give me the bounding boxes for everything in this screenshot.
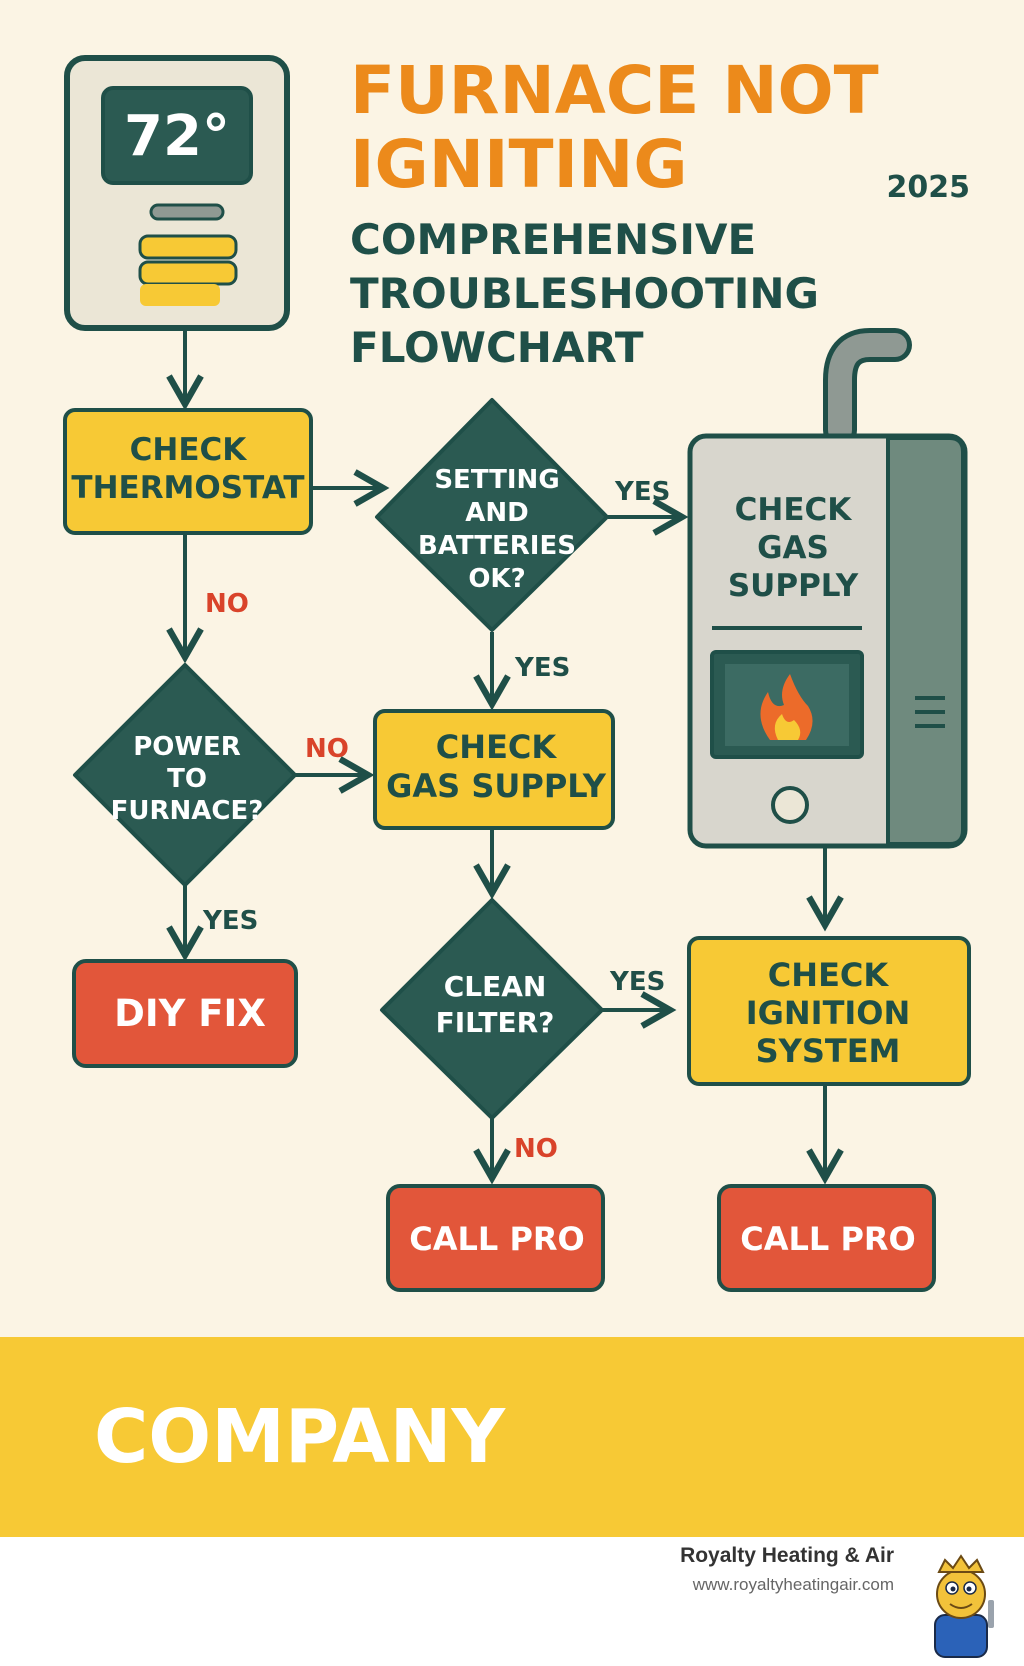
edge-label-power-no: NO [305,734,349,764]
settings-line-2: AND [465,498,528,528]
ignition-line-3: SYSTEM [756,1032,901,1070]
check-gas-line-2: GAS SUPPLY [386,767,607,805]
footer-brand-name: Royalty Heating & Air [680,1544,894,1567]
edge-label-filter-yes: YES [609,967,665,997]
furnace-label-line-2: GAS [757,530,829,566]
ignition-line-1: CHECK [768,956,890,994]
company-banner [0,1337,1024,1537]
edge-label-power-yes: YES [202,906,258,936]
settings-line-1: SETTING [434,465,559,495]
mascot-icon [934,1554,994,1658]
subtitle-line-1: COMPREHENSIVE [350,215,756,264]
thermostat-display: 72° [124,104,230,169]
edge-label-settings-yes-right: YES [614,477,670,507]
footer-url[interactable]: www.royaltyheatingair.com [692,1575,894,1594]
call-pro-left-box [386,1184,605,1292]
check-gas-line-1: CHECK [436,728,558,766]
footer-brand: Royalty Heating & Air www.royaltyheating… [560,1543,894,1597]
clean-filter-diamond [380,898,604,1120]
power-line-2: TO [167,764,207,794]
furnace-label-line-1: CHECK [735,492,853,528]
ignition-line-2: IGNITION [746,994,911,1032]
diy-fix-box [72,959,298,1068]
power-line-1: POWER [133,732,241,762]
call-pro-right-label: CALL PRO [740,1220,915,1258]
title-line-2: IGNITING [350,126,688,203]
settings-line-4: OK? [468,564,525,594]
thermostat-icon: 72° [64,55,290,331]
furnace-icon [687,328,968,849]
power-line-3: FURNACE? [111,796,264,826]
title-line-1: FURNACE NOT [350,52,879,129]
call-pro-right-box [717,1184,936,1292]
edge-label-settings-yes-down: YES [514,653,570,683]
power-to-furnace-diamond [73,663,297,887]
call-pro-left-label: CALL PRO [409,1220,584,1258]
edge-label-thermostat-no: NO [205,589,249,619]
furnace-label-line-3: SUPPLY [728,568,859,604]
settings-line-3: BATTERIES [418,531,576,561]
check-ignition-box [687,936,971,1086]
company-banner-label: COMPANY [94,1394,506,1480]
subtitle-line-2: TROUBLESHOOTING [350,269,819,318]
subtitle-line-3: FLOWCHART [350,323,644,372]
check-thermostat-line-2: THERMOSTAT [71,470,304,506]
edge-label-filter-no: NO [514,1134,558,1164]
settings-batteries-diamond [375,398,609,632]
footer-background [0,1537,1024,1666]
year-label: 2025 [887,170,971,205]
connectors [166,330,844,1185]
filter-line-2: FILTER? [436,1006,555,1039]
filter-line-1: CLEAN [444,970,547,1003]
check-thermostat-line-1: CHECK [130,432,248,468]
check-gas-supply-box [373,709,615,830]
diy-fix-label: DIY FIX [114,992,266,1035]
check-thermostat-box [63,408,313,535]
